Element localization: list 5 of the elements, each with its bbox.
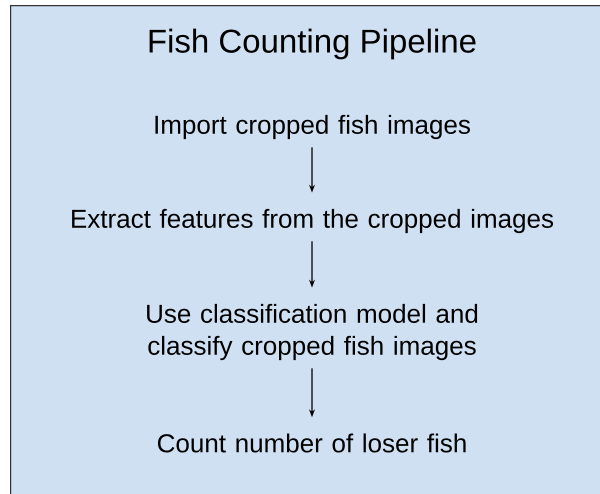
step-text: Count number of loser fish — [158, 433, 466, 453]
step-text: Use classification model and classify cropped fish images — [147, 304, 478, 360]
step-text: Extract features from the cropped images — [72, 208, 554, 234]
step-text: Import cropped fish images — [155, 114, 470, 140]
panel-title: Fish Counting Pipeline — [150, 28, 476, 60]
